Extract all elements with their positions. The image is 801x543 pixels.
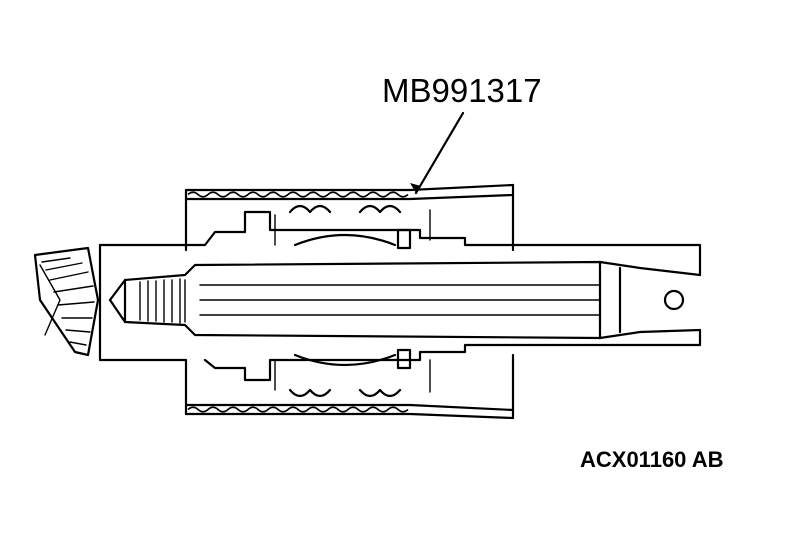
figure-code-label: ACX01160 AB — [580, 447, 723, 472]
main-shaft — [108, 260, 702, 340]
tool-number-label: MB991317 — [382, 72, 542, 109]
sleeve-top-wall — [184, 183, 515, 252]
lower-bearing — [274, 348, 431, 398]
leader-arrowhead — [410, 183, 421, 193]
sleeve-bottom-wall — [184, 353, 515, 420]
spiral-gear — [33, 246, 100, 357]
cross-hole — [663, 289, 685, 311]
leader-line — [414, 111, 465, 195]
housing-outline — [98, 210, 702, 382]
shaft-splines — [123, 278, 181, 324]
upper-bearing — [274, 204, 431, 250]
